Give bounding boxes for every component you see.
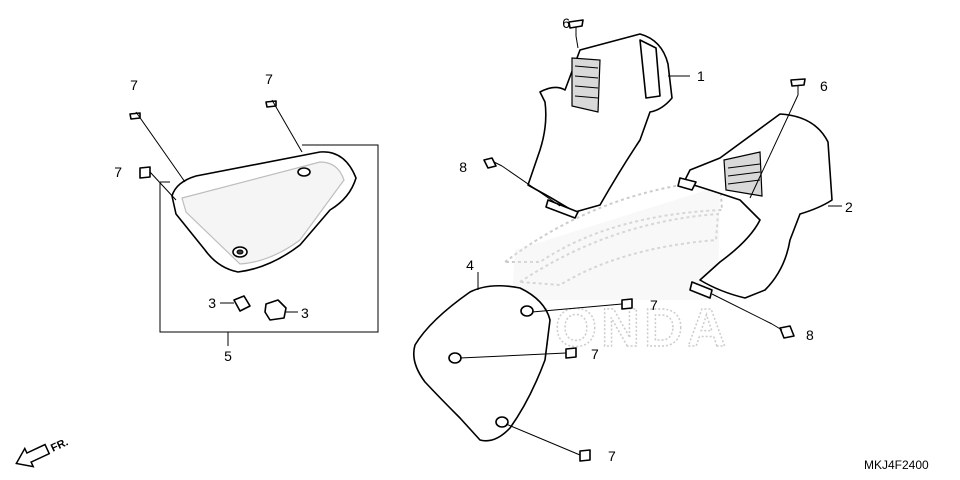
screw-7c <box>139 166 151 179</box>
front-arrow-icon <box>15 443 51 468</box>
callout-4: 4 <box>466 257 474 273</box>
grommet-3a <box>233 295 251 312</box>
screw-8b <box>771 323 795 339</box>
screw-7d <box>621 298 633 310</box>
callout-2: 2 <box>845 199 853 215</box>
callout-1: 1 <box>697 68 705 84</box>
air-duct-2 <box>677 113 833 299</box>
callout-7d: 7 <box>650 297 658 313</box>
assembly-box-5 <box>159 144 379 346</box>
side-cover-left <box>171 151 357 273</box>
leader-lines <box>135 35 842 456</box>
screw-8a <box>483 157 503 169</box>
front-direction-marker: FR. <box>15 436 70 468</box>
callout-6b: 6 <box>820 78 828 94</box>
screw-6a <box>568 19 584 36</box>
callout-8b: 8 <box>806 327 814 343</box>
callout-7c: 7 <box>114 164 122 180</box>
callout-8a: 8 <box>459 159 467 175</box>
callout-7e: 7 <box>591 346 599 362</box>
callout-7b: 7 <box>265 71 273 87</box>
front-marker-label: FR. <box>49 436 70 454</box>
screw-7f <box>579 449 591 462</box>
screw-6b <box>790 78 806 95</box>
callout-7a: 7 <box>130 77 138 93</box>
screw-7e <box>565 347 577 359</box>
air-duct-1 <box>527 33 673 219</box>
callout-3b: 3 <box>301 305 309 321</box>
callout-5: 5 <box>224 348 232 364</box>
side-cover-right <box>412 284 551 442</box>
callout-7f: 7 <box>608 448 616 464</box>
diagram-code: MKJ4F2400 <box>864 458 929 472</box>
grommet-3b <box>264 299 287 321</box>
callout-3a: 3 <box>208 295 216 311</box>
callout-6a: 6 <box>562 15 570 31</box>
